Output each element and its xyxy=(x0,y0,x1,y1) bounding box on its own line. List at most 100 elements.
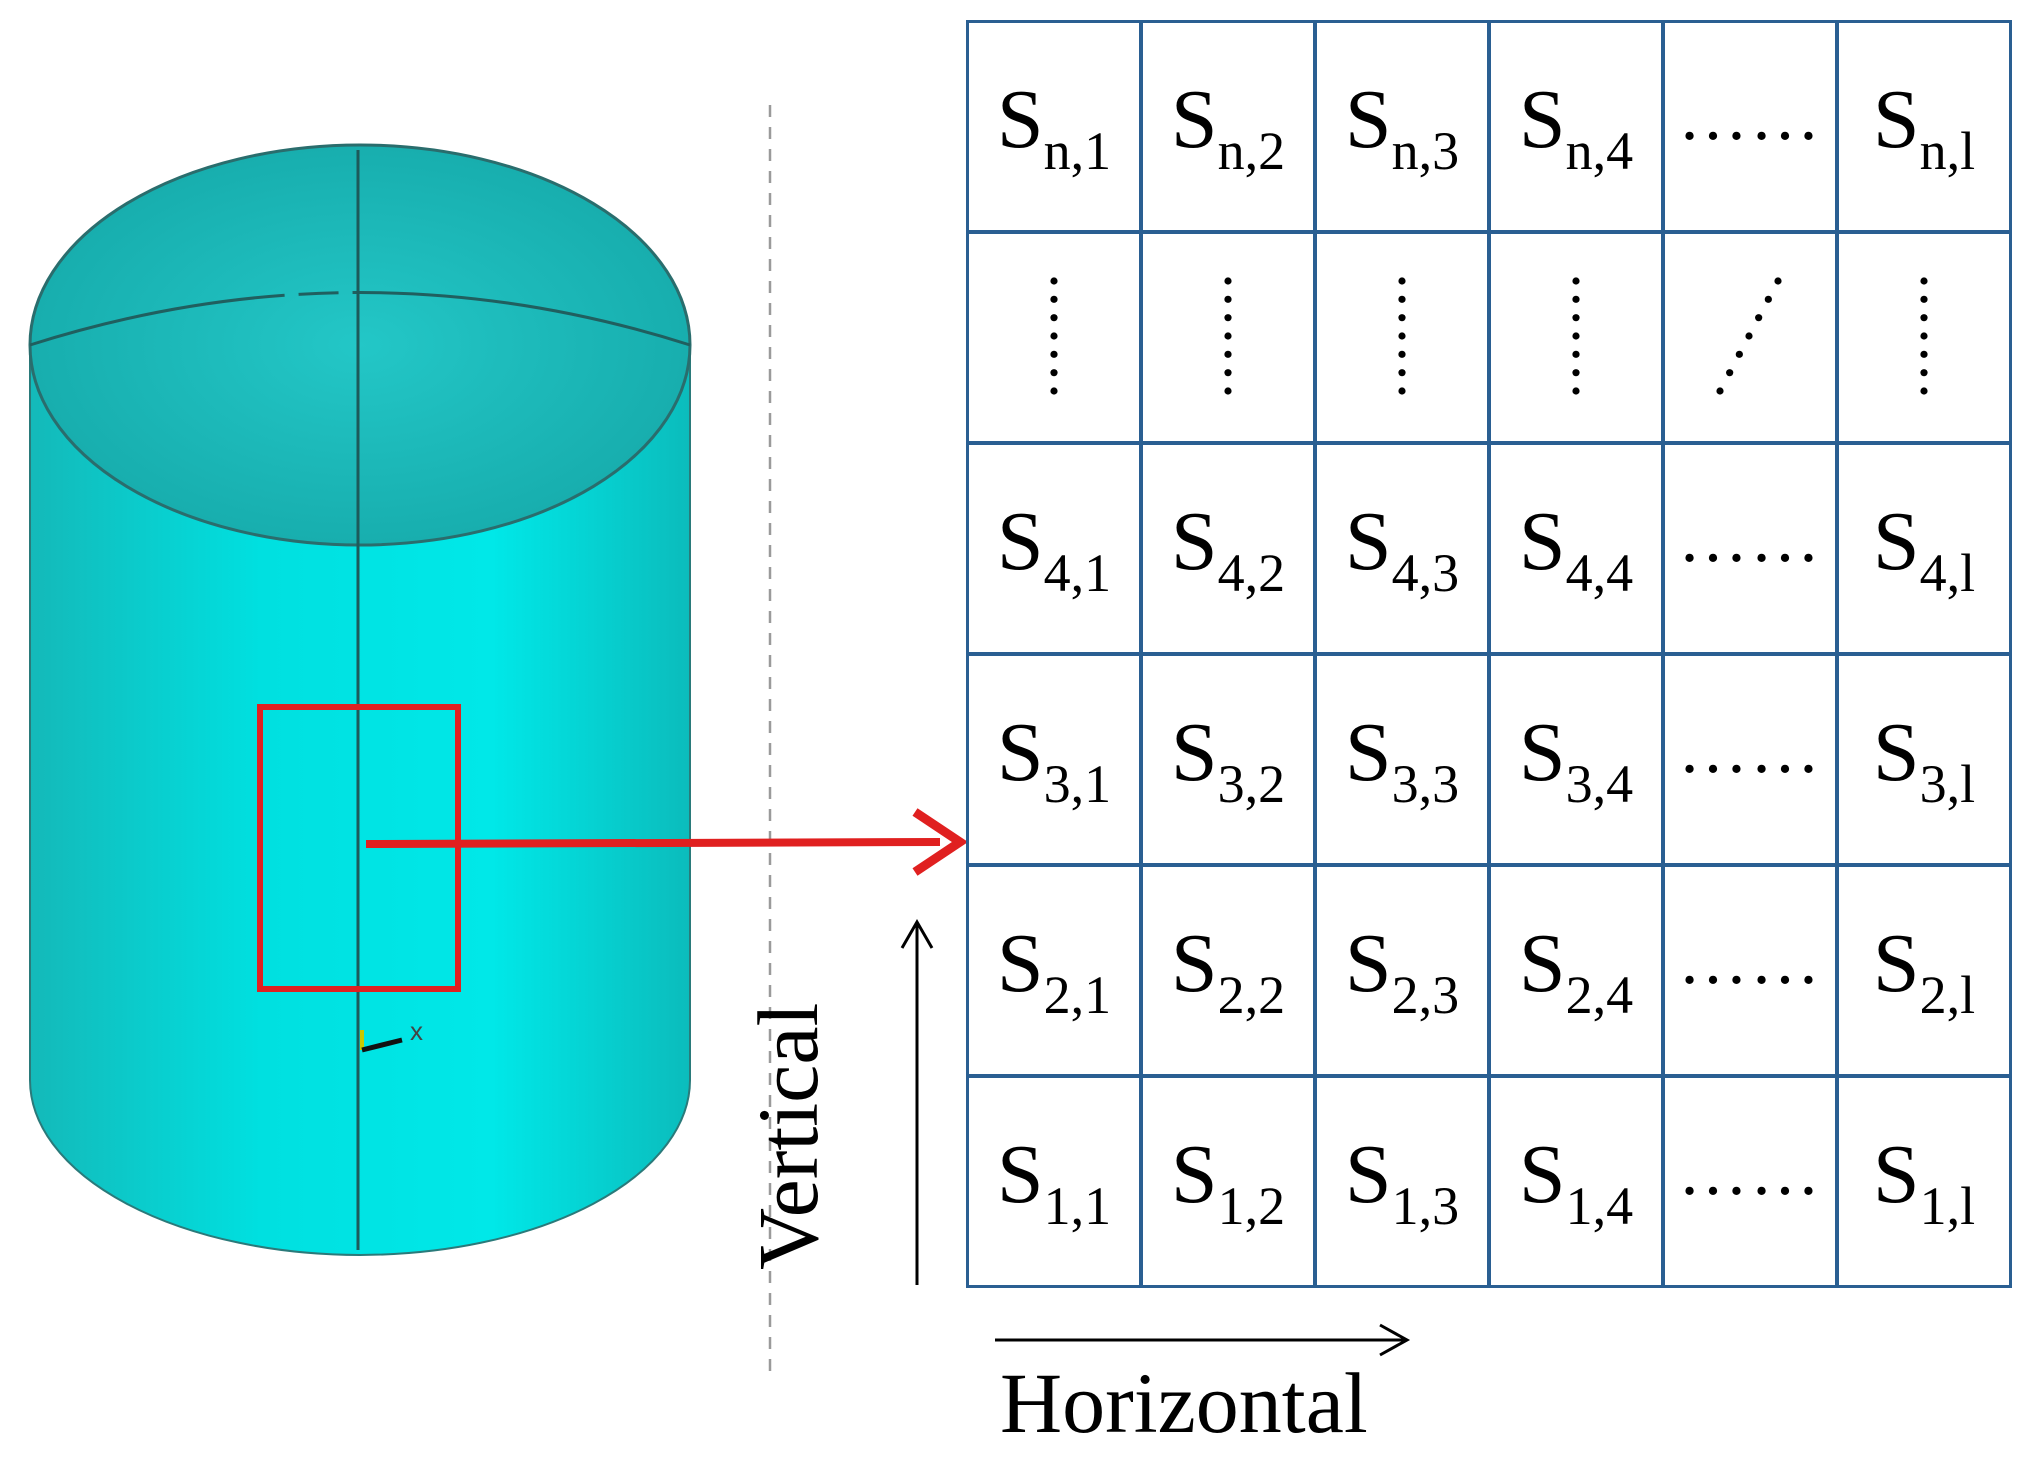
cell-base: S xyxy=(1872,917,1920,1010)
cell-base: S xyxy=(1518,1128,1566,1221)
grid-cell: S4,3 xyxy=(1314,442,1490,655)
grid-cell: S3,2 xyxy=(1140,653,1316,866)
grid-cell: S3,3 xyxy=(1314,653,1490,866)
cell-label: S4,4 xyxy=(1519,493,1633,604)
grid-cell: Sn,3 xyxy=(1314,20,1490,233)
cell-label: S3,l xyxy=(1873,704,1975,815)
ellipsis: …… xyxy=(1678,710,1822,788)
cell-label: Sn,3 xyxy=(1345,71,1459,182)
ellipsis-dot xyxy=(1572,313,1580,321)
cell-base: S xyxy=(1872,706,1920,799)
ellipsis-dot xyxy=(1920,295,1928,303)
ellipsis-dot xyxy=(1398,276,1406,285)
ellipsis-dot xyxy=(1920,368,1928,376)
cell-subscript: 4,l xyxy=(1919,543,1976,603)
grid-cell: Sn,1 xyxy=(966,20,1142,233)
ellipsis-dot xyxy=(1224,313,1232,321)
vertical-axis-label: Vertical xyxy=(740,1002,836,1270)
vertical-ellipsis-icon xyxy=(1224,276,1232,395)
cell-base: S xyxy=(996,73,1044,166)
ellipsis: …… xyxy=(1678,1132,1822,1210)
ellipsis-dot xyxy=(1050,386,1058,395)
cell-base: S xyxy=(1518,917,1566,1010)
grid-cell: …… xyxy=(1662,442,1838,655)
cell-label: S3,2 xyxy=(1171,704,1285,815)
grid-cell xyxy=(966,231,1142,444)
ellipsis-dot xyxy=(1050,313,1058,321)
grid-cell: …… xyxy=(1662,20,1838,233)
vertical-ellipsis-icon xyxy=(1398,276,1406,395)
cell-label: Sn,1 xyxy=(997,71,1111,182)
cell-base: S xyxy=(1518,495,1566,588)
cell-label: Sn,l xyxy=(1873,71,1975,182)
cell-subscript: 4,2 xyxy=(1217,543,1286,603)
cell-base: S xyxy=(1872,495,1920,588)
cell-label: S1,1 xyxy=(997,1126,1111,1237)
ellipsis-dot xyxy=(1050,276,1058,285)
cell-subscript: 1,1 xyxy=(1043,1176,1112,1236)
cell-label: S2,1 xyxy=(997,915,1111,1026)
cell-subscript: n,2 xyxy=(1217,121,1286,181)
ellipsis-dot xyxy=(1716,386,1724,395)
cell-subscript: 1,l xyxy=(1919,1176,1976,1236)
ellipsis-dot xyxy=(1398,313,1406,321)
cell-subscript: 2,1 xyxy=(1043,965,1112,1025)
ellipsis-dot xyxy=(1572,386,1580,395)
cell-label: S4,2 xyxy=(1171,493,1285,604)
ellipsis-dot xyxy=(1572,295,1580,303)
triad-x-label: x xyxy=(410,1016,423,1046)
ellipsis-dot xyxy=(1050,368,1058,376)
grid-cell: S2,3 xyxy=(1314,864,1490,1077)
grid-cell: S4,4 xyxy=(1488,442,1664,655)
grid-cell xyxy=(1662,231,1838,444)
cylinder: x xyxy=(28,143,692,1256)
grid-cell xyxy=(1314,231,1490,444)
ellipsis-dot xyxy=(1050,331,1058,340)
grid-cell: Sn,l xyxy=(1836,20,2012,233)
cell-label: S4,1 xyxy=(997,493,1111,604)
selection-box xyxy=(257,704,461,992)
cell-subscript: 1,3 xyxy=(1391,1176,1460,1236)
horizontal-axis-arrow xyxy=(995,1323,1411,1357)
cell-subscript: 1,4 xyxy=(1565,1176,1634,1236)
ellipsis-dot xyxy=(1224,368,1232,376)
cell-subscript: 3,3 xyxy=(1391,754,1460,814)
vertical-ellipsis-icon xyxy=(1050,276,1058,395)
vertical-ellipsis-icon xyxy=(1572,276,1580,395)
cell-base: S xyxy=(1170,706,1218,799)
cell-base: S xyxy=(996,495,1044,588)
ellipsis-dot xyxy=(1572,331,1580,340)
grid-cell: S2,l xyxy=(1836,864,2012,1077)
ellipsis-dot xyxy=(1572,276,1580,285)
cell-base: S xyxy=(1344,495,1392,588)
ellipsis-dot xyxy=(1398,386,1406,395)
ellipsis-dot xyxy=(1224,331,1232,340)
grid-cell: S2,1 xyxy=(966,864,1142,1077)
ellipsis-dot xyxy=(1764,295,1772,303)
cell-subscript: n,3 xyxy=(1391,121,1460,181)
grid-cell: S1,l xyxy=(1836,1075,2012,1288)
cell-subscript: 4,4 xyxy=(1565,543,1634,603)
ellipsis-dot xyxy=(1920,350,1928,358)
cell-label: S4,l xyxy=(1873,493,1975,604)
grid-cell: S3,1 xyxy=(966,653,1142,866)
cell-base: S xyxy=(1170,495,1218,588)
cell-subscript: 2,3 xyxy=(1391,965,1460,1025)
cell-base: S xyxy=(1872,73,1920,166)
cell-label: Sn,4 xyxy=(1519,71,1633,182)
ellipsis-dot xyxy=(1224,350,1232,358)
grid-cell: S2,4 xyxy=(1488,864,1664,1077)
ellipsis-dot xyxy=(1920,276,1928,285)
ellipsis-dot xyxy=(1398,350,1406,358)
ellipsis-dot xyxy=(1572,368,1580,376)
ellipsis: …… xyxy=(1678,921,1822,999)
ellipsis-dot xyxy=(1745,331,1753,340)
cell-label: S1,3 xyxy=(1345,1126,1459,1237)
cell-base: S xyxy=(1872,1128,1920,1221)
cell-base: S xyxy=(1344,1128,1392,1221)
grid-cell: S1,3 xyxy=(1314,1075,1490,1288)
grid-cell: S4,2 xyxy=(1140,442,1316,655)
cell-base: S xyxy=(1170,73,1218,166)
ellipsis-dot xyxy=(1755,313,1763,321)
